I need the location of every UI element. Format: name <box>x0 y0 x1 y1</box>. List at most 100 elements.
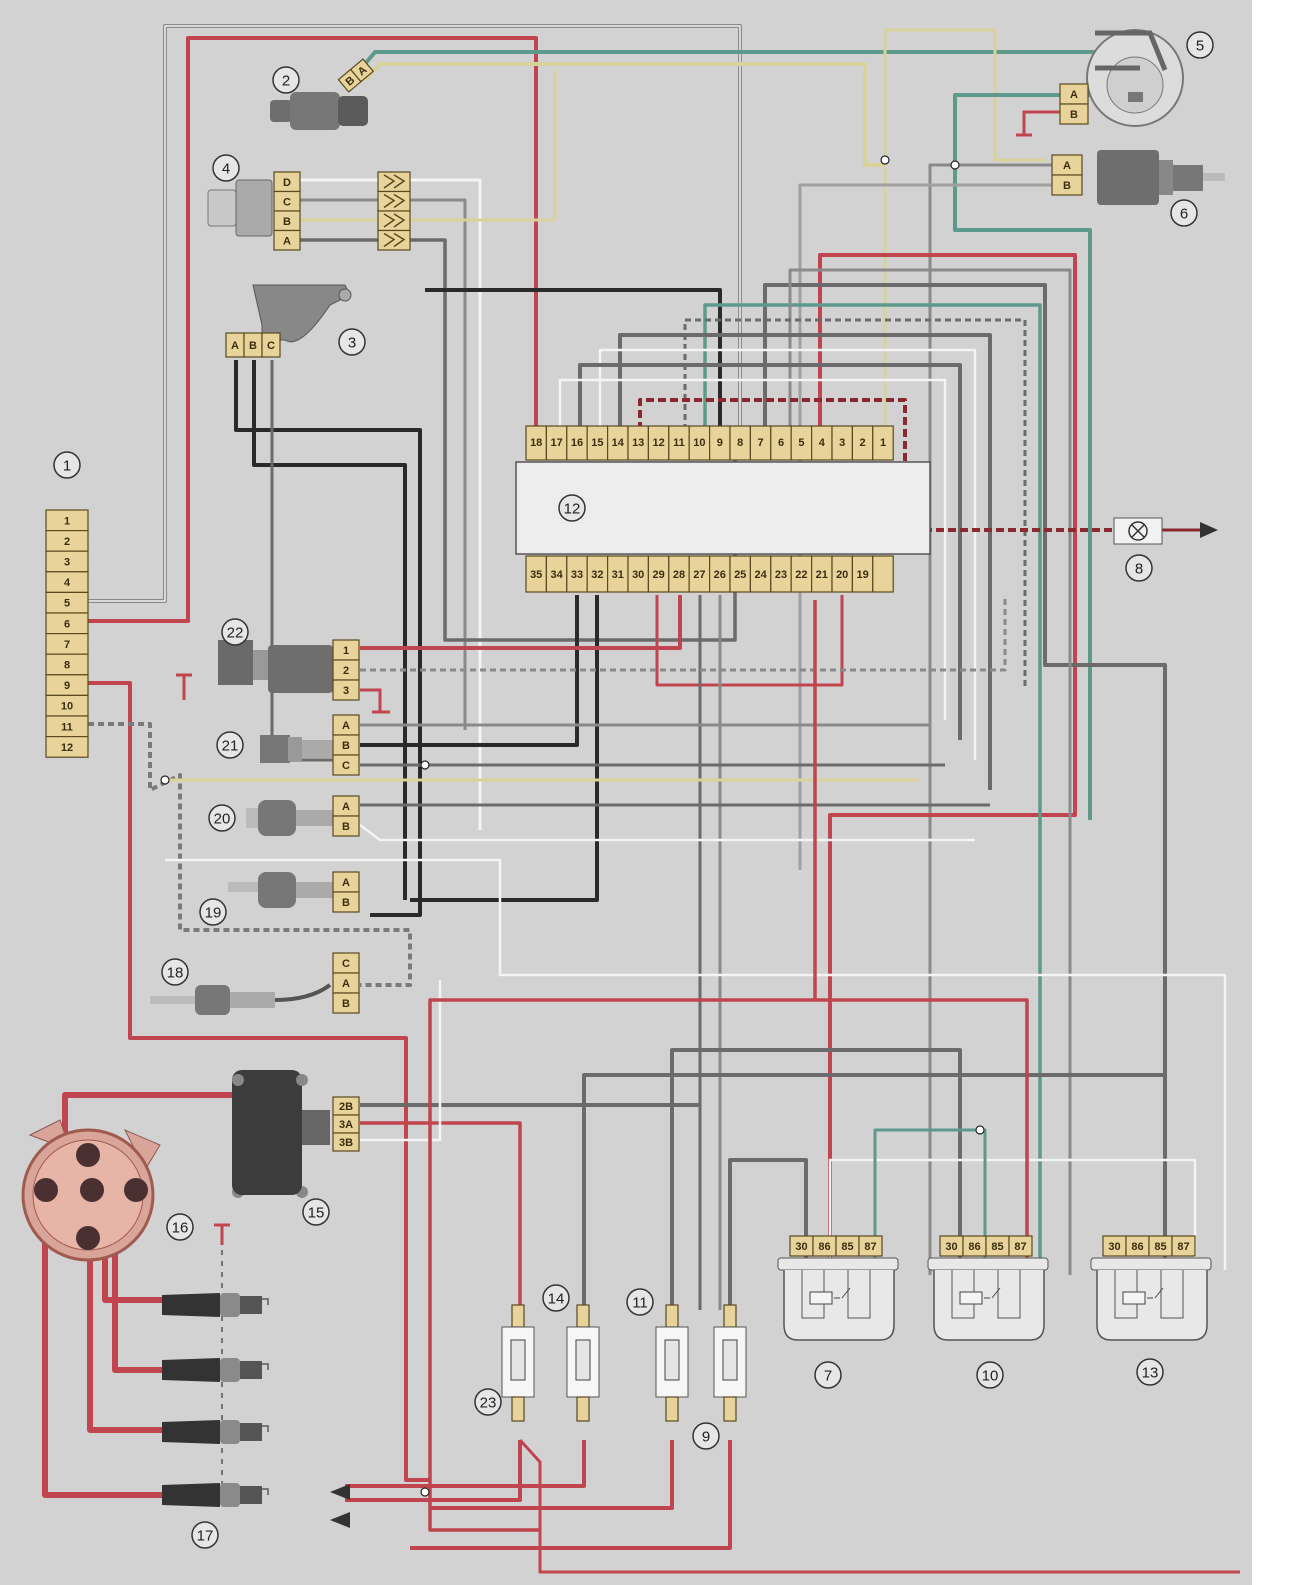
wire-white-relay-bus <box>828 1158 1197 1275</box>
callout-7: 7 <box>814 1361 842 1389</box>
wire-red-fuse14 <box>345 1440 586 1488</box>
callout-number: 20 <box>214 811 231 828</box>
pin-label: 3 <box>343 685 349 697</box>
pin <box>261 332 281 358</box>
wire-striped-ecu <box>683 318 1027 690</box>
callout-number: 1 <box>63 458 71 475</box>
callout-1: 1 <box>53 451 81 479</box>
pin-label: A <box>283 235 291 247</box>
callout-4: 4 <box>212 154 240 182</box>
ecu-pin <box>872 555 894 593</box>
callout-17: 17 <box>191 1521 219 1549</box>
wire-red-fuse23 <box>345 1440 522 1502</box>
arrow-left-icon <box>330 1512 350 1528</box>
fuse-23 <box>501 1304 535 1422</box>
wire-white-coil-3b <box>360 980 442 1142</box>
pin <box>332 815 360 837</box>
temp-switch-body <box>1097 150 1225 205</box>
callout-18: 18 <box>161 958 189 986</box>
pin <box>273 229 301 251</box>
distributor-cap-body <box>21 1119 161 1262</box>
pin-label: C <box>283 196 291 208</box>
relay-pin-label: 30 <box>945 1241 957 1253</box>
wire-ht-plug3 <box>87 1235 165 1433</box>
pin <box>332 891 360 913</box>
wire-red-fuse11 <box>430 1440 674 1510</box>
callout-number: 4 <box>222 161 230 178</box>
ecu-pin-label: 23 <box>775 569 787 581</box>
connector-19: AB <box>332 871 360 913</box>
wire-redblack-ecu <box>638 398 1120 532</box>
ecu-pin-label: 17 <box>550 437 562 449</box>
wire-ht-plug4 <box>42 1190 165 1498</box>
wire-white-ground <box>165 858 1227 1270</box>
callout-number: 11 <box>632 1295 648 1312</box>
callout-number: 17 <box>197 1528 214 1545</box>
pin <box>1059 103 1089 125</box>
relay-pin <box>858 1235 883 1257</box>
ecu-pin-label: 25 <box>734 569 746 581</box>
ecu-pin-label: 18 <box>530 437 542 449</box>
ecu-pin-label: 21 <box>816 569 828 581</box>
wire-yellow-injector <box>363 62 885 167</box>
callout-6: 6 <box>1170 199 1198 227</box>
callout-number: 22 <box>227 625 244 642</box>
wire-black-tps-b <box>252 360 407 900</box>
callout-number: 2 <box>282 73 290 90</box>
fuel-injector-body <box>270 92 368 130</box>
callout-5: 5 <box>1186 31 1214 59</box>
relay-pin-label: 87 <box>1014 1241 1026 1253</box>
pin-label: A <box>231 340 239 352</box>
wire-gray-fuse9 <box>728 1158 808 1310</box>
ecu-pin-label: 8 <box>737 437 743 449</box>
spark-plug <box>162 1420 269 1444</box>
pin-label: A <box>342 801 350 813</box>
callout-number: 10 <box>982 1368 999 1385</box>
ground-icon <box>176 673 192 700</box>
wire-red-ecu-29 <box>655 595 844 687</box>
pin-label: A <box>1070 89 1078 101</box>
callout-number: 18 <box>167 965 184 982</box>
pin-label: B <box>342 998 350 1010</box>
junction-dot <box>160 775 170 785</box>
callout-20: 20 <box>208 804 236 832</box>
callout-15: 15 <box>302 1198 330 1226</box>
wire-white-ecu-e <box>558 378 947 720</box>
pin-label: 5 <box>64 598 70 610</box>
ecu-pin-label: 4 <box>819 437 826 449</box>
relay-pin-label: 85 <box>1154 1241 1166 1253</box>
pin-label: B <box>342 740 350 752</box>
ecu-pin-label: 35 <box>530 569 542 581</box>
ecu-pin-label: 34 <box>550 569 563 581</box>
wire-red-ecu-4 <box>818 253 1077 1270</box>
junction-dot <box>420 760 430 770</box>
fuse-11 <box>655 1304 689 1422</box>
fuses <box>501 1304 747 1422</box>
ecu-pin-label: 28 <box>673 569 685 581</box>
connector-22: 123 <box>332 639 360 701</box>
callout-8: 8 <box>1125 554 1153 582</box>
wire-red-return <box>518 1438 1240 1574</box>
callout-2: 2 <box>272 66 300 94</box>
callout-21: 21 <box>216 731 244 759</box>
pin-label: 2 <box>343 665 349 677</box>
callout-number: 23 <box>480 1395 497 1412</box>
pin-label: 9 <box>64 680 70 692</box>
callout-number: 3 <box>348 335 356 352</box>
wire-red-relay10-87 <box>428 998 1029 1532</box>
ground-icon <box>214 1223 230 1245</box>
wire-red-c1-6 <box>88 36 538 623</box>
wire-gray-fuse11 <box>670 1048 962 1310</box>
ecu-pin-label: 10 <box>693 437 705 449</box>
spark-plug <box>162 1483 269 1507</box>
pin-label: D <box>283 177 291 189</box>
relay-pin-label: 87 <box>864 1241 876 1253</box>
relay-pin-label: 30 <box>795 1241 807 1253</box>
wire-green-sender <box>953 93 1092 820</box>
